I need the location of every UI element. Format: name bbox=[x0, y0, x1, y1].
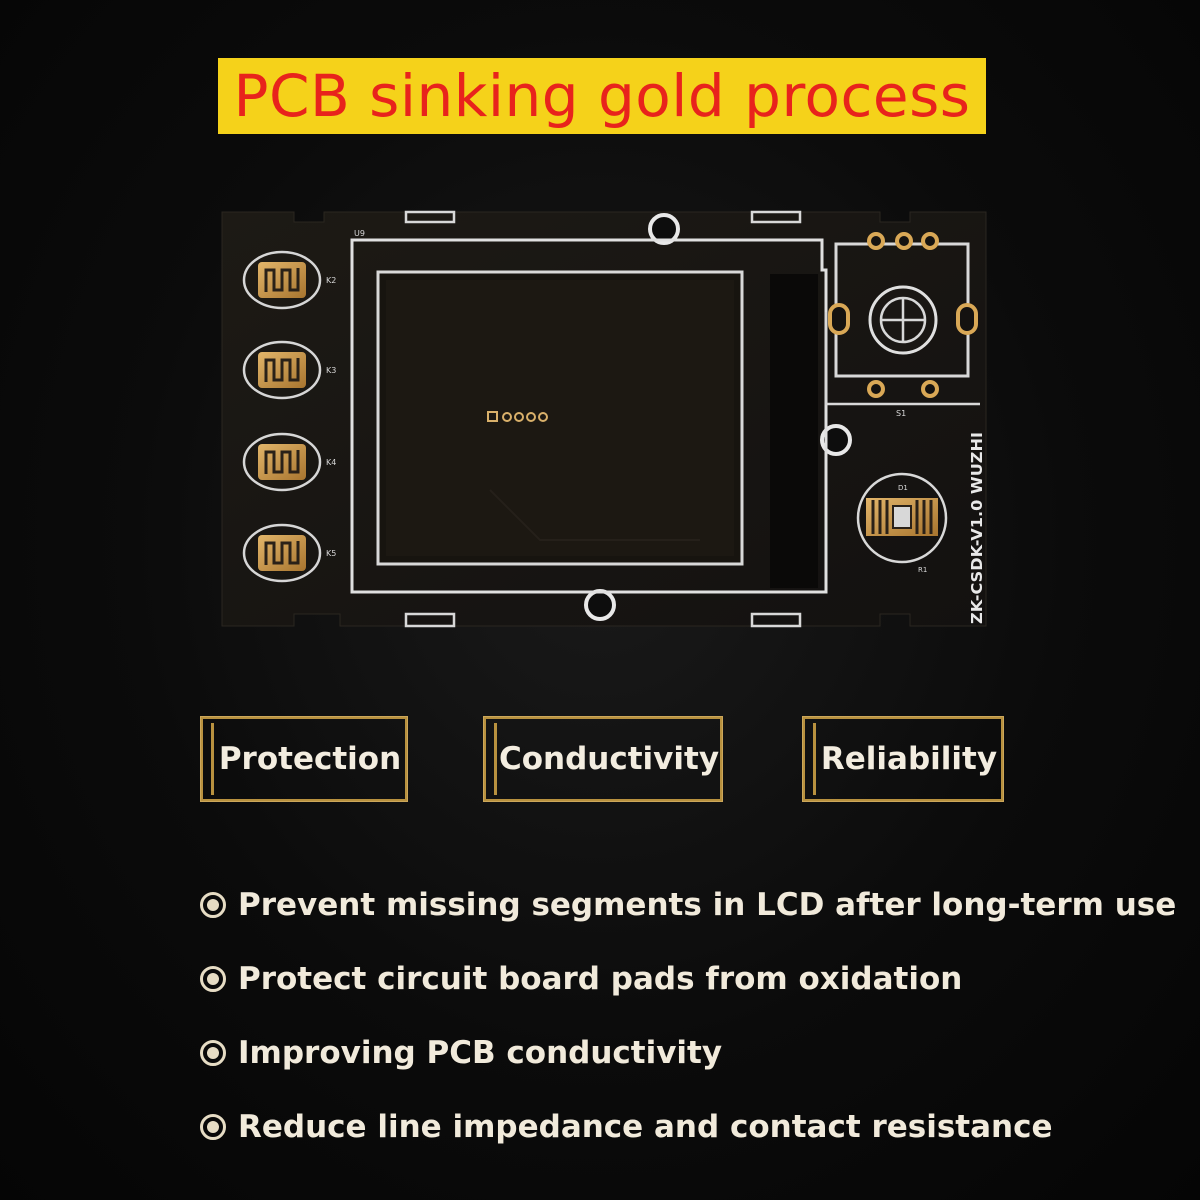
bullet-circle-icon bbox=[200, 1040, 226, 1066]
touch-pad-k4: K4 bbox=[242, 432, 336, 492]
feature-conductivity: Conductivity bbox=[483, 716, 723, 802]
lcd-pins bbox=[487, 411, 548, 422]
bullet-circle-icon bbox=[200, 892, 226, 918]
sensor-d1: D1 R1 bbox=[856, 472, 948, 574]
mount-hole-right bbox=[820, 424, 852, 456]
svg-text:R1: R1 bbox=[918, 566, 927, 574]
svg-text:D1: D1 bbox=[898, 484, 908, 492]
bullet-text: Improving PCB conductivity bbox=[238, 1035, 723, 1071]
feature-protection: Protection bbox=[200, 716, 408, 802]
feature-reliability: Reliability bbox=[802, 716, 1004, 802]
svg-text:K2: K2 bbox=[326, 276, 336, 285]
page-title: PCB sinking gold process bbox=[233, 62, 971, 130]
list-item: Improving PCB conductivity bbox=[200, 1016, 1160, 1090]
bullet-text: Prevent missing segments in LCD after lo… bbox=[238, 887, 1177, 923]
bullet-circle-icon bbox=[200, 1114, 226, 1140]
feature-label: Protection bbox=[218, 741, 402, 777]
svg-text:K5: K5 bbox=[326, 549, 336, 558]
list-item: Prevent missing segments in LCD after lo… bbox=[200, 868, 1176, 942]
feature-label: Conductivity bbox=[498, 741, 720, 777]
mount-hole-top bbox=[648, 213, 680, 245]
title-banner: PCB sinking gold process bbox=[218, 58, 986, 134]
benefit-list: Prevent missing segments in LCD after lo… bbox=[200, 868, 1176, 1164]
list-item: Reduce line impedance and contact resist… bbox=[200, 1090, 1160, 1164]
svg-text:K3: K3 bbox=[326, 366, 336, 375]
touch-pad-k3: K3 bbox=[242, 340, 336, 400]
svg-text:K4: K4 bbox=[326, 458, 336, 467]
bullet-text: Protect circuit board pads from oxidatio… bbox=[238, 961, 963, 997]
board-silkscreen-id: ZK-CSDK-V1.0 WUZHI bbox=[968, 432, 986, 624]
mount-hole-bottom bbox=[584, 589, 616, 621]
bullet-text: Reduce line impedance and contact resist… bbox=[238, 1109, 1053, 1145]
u9-label: U9 bbox=[354, 229, 365, 238]
svg-text:S1: S1 bbox=[896, 409, 906, 418]
list-item: Protect circuit board pads from oxidatio… bbox=[200, 942, 1160, 1016]
bullet-circle-icon bbox=[200, 966, 226, 992]
rotary-encoder-s1: S1 bbox=[824, 232, 980, 418]
touch-pad-k5: K5 bbox=[242, 523, 336, 583]
touch-pads: K2 K3 K4 K5 bbox=[242, 250, 336, 583]
touch-pad-k2: K2 bbox=[242, 250, 336, 310]
lcd-outline bbox=[350, 238, 828, 594]
feature-label: Reliability bbox=[820, 741, 998, 777]
lcd-connector-slot bbox=[770, 274, 818, 588]
